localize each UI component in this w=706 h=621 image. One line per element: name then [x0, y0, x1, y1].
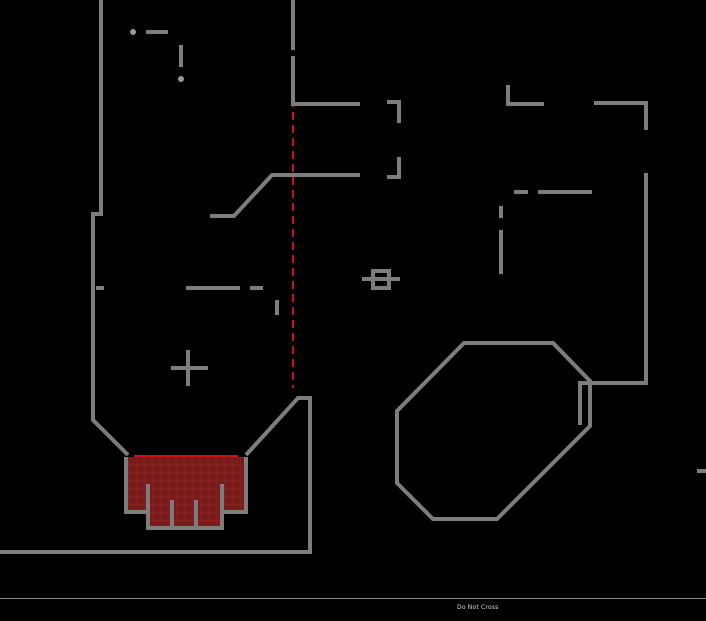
- cross-marker[interactable]: [171, 350, 208, 386]
- wall: [387, 100, 401, 123]
- wall: [506, 85, 544, 106]
- wall: [0, 396, 312, 554]
- wall: [578, 173, 648, 425]
- wall: [594, 101, 648, 130]
- status-divider: [0, 598, 706, 599]
- hazard-floor: [126, 457, 244, 526]
- wall: [91, 0, 130, 457]
- octagon-room: [395, 341, 592, 521]
- wall: [387, 157, 401, 179]
- wall: [291, 56, 360, 106]
- switch-object[interactable]: [362, 269, 400, 290]
- thing-marker[interactable]: [130, 29, 136, 35]
- area-label: Do Not Cross: [457, 604, 499, 611]
- wall: [210, 173, 360, 218]
- thing-marker[interactable]: [178, 76, 184, 82]
- hazard-room-wall: [124, 457, 248, 530]
